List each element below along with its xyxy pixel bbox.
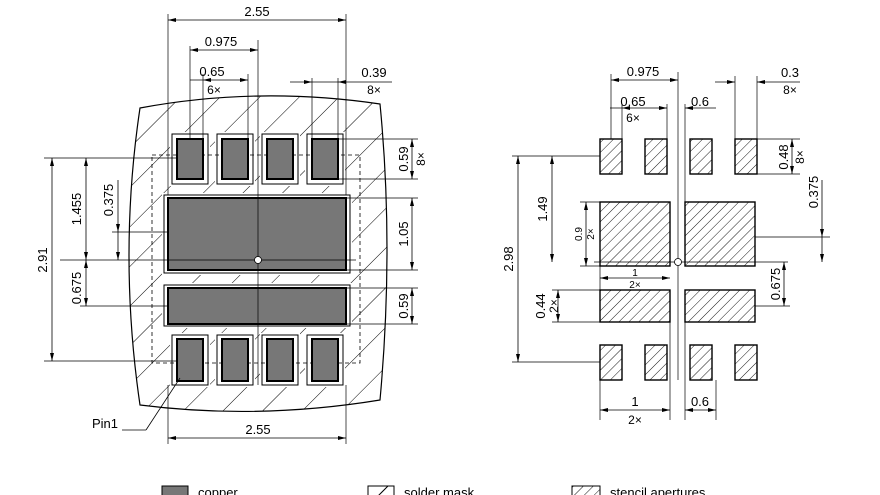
stencil-dim-gap-right-bottom: 0.675 — [768, 268, 783, 301]
stencil-dim-ap-height: 0.48 — [776, 144, 791, 169]
aperture-bar-right — [684, 289, 756, 323]
aperture-top-4 — [734, 138, 758, 175]
pad-top-4 — [311, 138, 339, 180]
stencil-dim-bottom-gap: 0.6 — [691, 394, 709, 409]
legend-solder-mask-swatch — [367, 485, 395, 495]
legend-stencil-swatch — [571, 485, 601, 495]
pad-bottom-1 — [176, 338, 204, 382]
pin1-label: Pin1 — [92, 416, 118, 431]
stencil-dim-big-height: 0.9 — [574, 227, 585, 241]
pad-bottom-2 — [221, 338, 249, 382]
stencil-dim-gap: 0.6 — [691, 94, 709, 109]
aperture-large-right — [684, 201, 756, 267]
aperture-top-3 — [689, 138, 713, 175]
stencil-dim-pad-width: 0.65 — [620, 94, 645, 109]
dim-mask-width-count: 8× — [367, 83, 381, 97]
aperture-top-2 — [644, 138, 668, 175]
solder-mask-openings — [163, 133, 351, 386]
stencil-dim-ap-height-count: 8× — [793, 150, 807, 164]
aperture-top-1 — [599, 138, 623, 175]
legend-stencil-label: stencil apertures — [610, 485, 706, 495]
stencil-dim-bar-height: 0.44 — [533, 293, 548, 318]
pad-top-3 — [266, 138, 294, 180]
stencil-dim-pad-width-count: 6× — [626, 111, 640, 125]
aperture-bottom-4 — [734, 344, 758, 381]
aperture-bottom-3 — [689, 344, 713, 381]
legend-solder-mask-label: solder mask — [404, 485, 475, 495]
aperture-bottom-1 — [599, 344, 623, 381]
stencil-dim-big-width: 1 — [632, 268, 638, 279]
stencil-dim-pitch: 0.975 — [627, 64, 660, 79]
dim-top-width: 2.55 — [244, 4, 269, 19]
stencil-dim-ap-width-count: 8× — [783, 83, 797, 97]
dim-gap-top: 0.375 — [101, 184, 116, 217]
stencil-dim-bar-height-count: 2× — [547, 299, 561, 313]
dim-mask-width: 0.39 — [361, 65, 386, 80]
aperture-bottom-2 — [644, 344, 668, 381]
pad-bottom-3 — [266, 338, 294, 382]
stencil-dim-gap-right: 0.375 — [806, 176, 821, 209]
land-pattern-view: 2.55 0.975 0.65 6× 0.39 8× 0.59 8× 1.05 — [35, 4, 428, 444]
pad-top-2 — [221, 138, 249, 180]
pad-top-1 — [176, 138, 204, 180]
dim-pad-width: 0.65 — [199, 64, 224, 79]
dim-bottom-width: 2.55 — [245, 422, 270, 437]
pad-bottom-4 — [311, 338, 339, 382]
dim-offset-top: 1.455 — [69, 193, 84, 226]
legend-copper-swatch — [161, 485, 189, 495]
legend: copper solder mask stencil apertures — [161, 485, 706, 495]
aperture-large-left — [599, 201, 671, 267]
package-outline — [151, 154, 361, 364]
stencil-dim-offset-top: 1.49 — [535, 196, 550, 221]
stencil-view: 0.975 0.3 8× 0.65 6× 0.6 0.48 8× 0.375 — [501, 64, 830, 427]
aperture-bar-left — [599, 289, 671, 323]
legend-copper-label: copper — [198, 485, 238, 495]
stencil-dim-big-height-count: 2× — [586, 228, 597, 240]
dim-bar-height: 0.59 — [396, 293, 411, 318]
dim-gap-bottom: 0.675 — [69, 272, 84, 305]
stencil-dim-ap-width: 0.3 — [781, 65, 799, 80]
stencil-dim-overall-height: 2.98 — [501, 246, 516, 271]
dim-pad-width-count: 6× — [207, 83, 221, 97]
stencil-dim-big-width-count: 2× — [629, 280, 641, 291]
dim-pitch: 0.975 — [205, 34, 238, 49]
dim-overall-height: 2.91 — [35, 247, 50, 272]
pad-bar — [167, 287, 347, 325]
stencil-dim-bottom-width-count: 2× — [628, 413, 642, 427]
stencil-dim-bottom-width: 1 — [631, 394, 638, 409]
dim-large-pad-height: 1.05 — [396, 221, 411, 246]
dim-pad-height: 0.59 — [396, 146, 411, 171]
dim-pad-height-count: 8× — [414, 152, 428, 166]
